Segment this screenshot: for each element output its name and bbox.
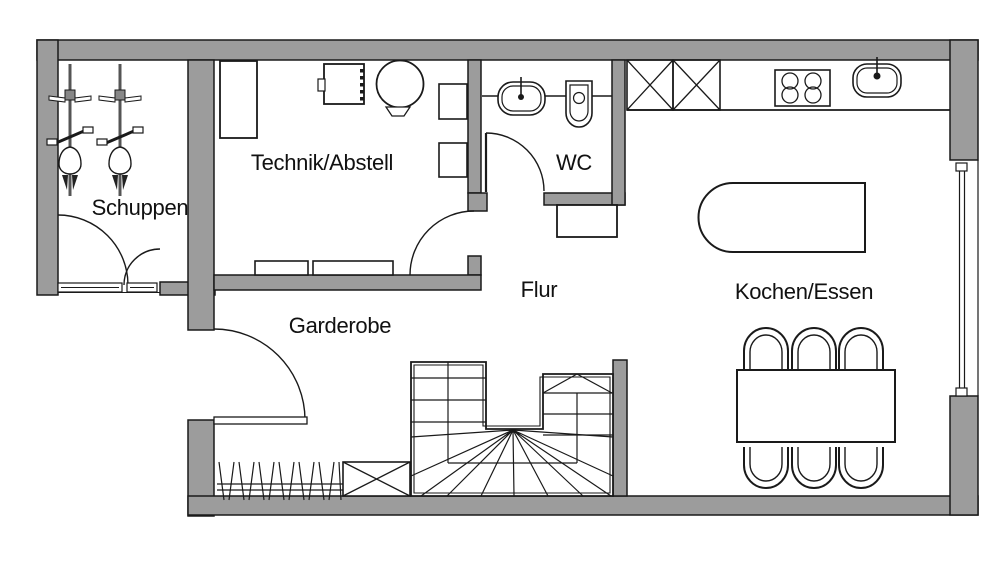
- room-label-kochen-essen: Kochen/Essen: [734, 279, 874, 304]
- dining-chair-icon: [743, 327, 789, 370]
- crossed-cabinet-icon: [626, 59, 674, 111]
- dining-chair-icon: [838, 446, 884, 489]
- walls: [36, 39, 979, 517]
- toilet-icon: [565, 80, 593, 128]
- wc-fixtures: [482, 77, 612, 192]
- room-label-garderobe: Garderobe: [288, 313, 392, 338]
- dining-set: [736, 327, 896, 489]
- technik-furniture: [219, 59, 468, 276]
- double-swing-door-icon: [57, 214, 161, 293]
- dining-chair-icon: [791, 327, 837, 370]
- kitchen-island-icon: [697, 182, 866, 253]
- room-label-technik: Technik/Abstell: [250, 150, 394, 175]
- dining-table-icon: [736, 369, 896, 443]
- window-icon: [955, 160, 979, 397]
- washbasin-icon: [497, 77, 546, 116]
- dining-chair-icon: [838, 327, 884, 370]
- hall-cabinet: [556, 204, 618, 238]
- kitchen-counter: [626, 57, 950, 111]
- washing-machine-icon: [323, 63, 365, 105]
- crossed-cabinet-icon: [672, 59, 721, 111]
- kitchen-sink-icon: [852, 57, 902, 98]
- room-label-flur: Flur: [520, 277, 558, 302]
- room-label-wc: WC: [555, 150, 593, 175]
- door-swing-icon: [484, 132, 545, 192]
- shelf: [254, 260, 309, 276]
- dining-chair-icon: [791, 446, 837, 489]
- cooktop-icon: [774, 69, 831, 107]
- tall-cabinet: [219, 60, 258, 139]
- dining-chair-icon: [743, 446, 789, 489]
- boiler-icon: [375, 59, 425, 109]
- crossed-cabinet-icon: [342, 461, 411, 497]
- bicycle-icon: [95, 62, 145, 198]
- coat-rack-icon: [217, 461, 343, 501]
- stairs-icon: [410, 361, 614, 497]
- room-label-schuppen: Schuppen: [91, 195, 189, 220]
- door-swing-icon: [213, 328, 308, 425]
- door-swing-icon: [409, 210, 475, 276]
- shelf: [312, 260, 394, 276]
